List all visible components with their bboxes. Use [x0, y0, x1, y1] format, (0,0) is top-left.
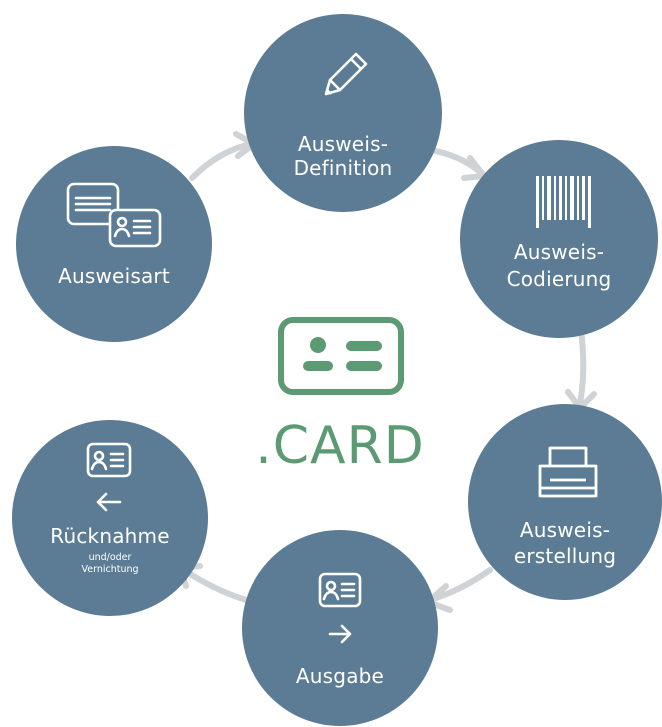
node-ausgabe: Ausgabe — [242, 530, 438, 726]
node-label-line-2: erstellung — [513, 544, 617, 568]
center-title: .CARD — [255, 416, 425, 476]
card-arrow-right-icon — [318, 572, 362, 644]
node-label-line-1: Ausgabe — [295, 664, 385, 688]
node-label-line-1: Ausweis- — [297, 132, 389, 156]
barcode-icon — [536, 176, 591, 228]
node-label-line-2: Definition — [293, 156, 393, 180]
printer-icon — [538, 446, 598, 498]
cards-icon — [66, 182, 162, 248]
card-arrow-left-icon — [86, 442, 132, 512]
node-label-line-2: Codierung — [506, 267, 612, 291]
pencil-icon — [324, 52, 368, 96]
id-card-icon — [278, 317, 404, 395]
node-label-line-1: Rücknahme — [50, 524, 170, 548]
node-sublabel-line-1: und/oder — [88, 552, 132, 563]
node-ruecknahme: Rücknahme und/oder Vernichtung — [12, 420, 208, 616]
node-ausweis-definition: Ausweis- Definition — [244, 14, 442, 212]
node-ausweiserstellung: Ausweis- erstellung — [468, 404, 662, 600]
node-ausweis-codierung: Ausweis- Codierung — [460, 140, 658, 338]
arrow-ausweisart-to-definition — [189, 141, 255, 181]
node-ausweisart: Ausweisart — [16, 146, 212, 342]
node-sublabel-line-2: Vernichtung — [81, 564, 139, 575]
node-label-line-1: Ausweis- — [519, 518, 611, 542]
node-label-line-1: Ausweis- — [513, 240, 605, 264]
node-label-line-1: Ausweisart — [58, 264, 170, 288]
arrow-codierung-to-erstellung — [577, 327, 587, 407]
